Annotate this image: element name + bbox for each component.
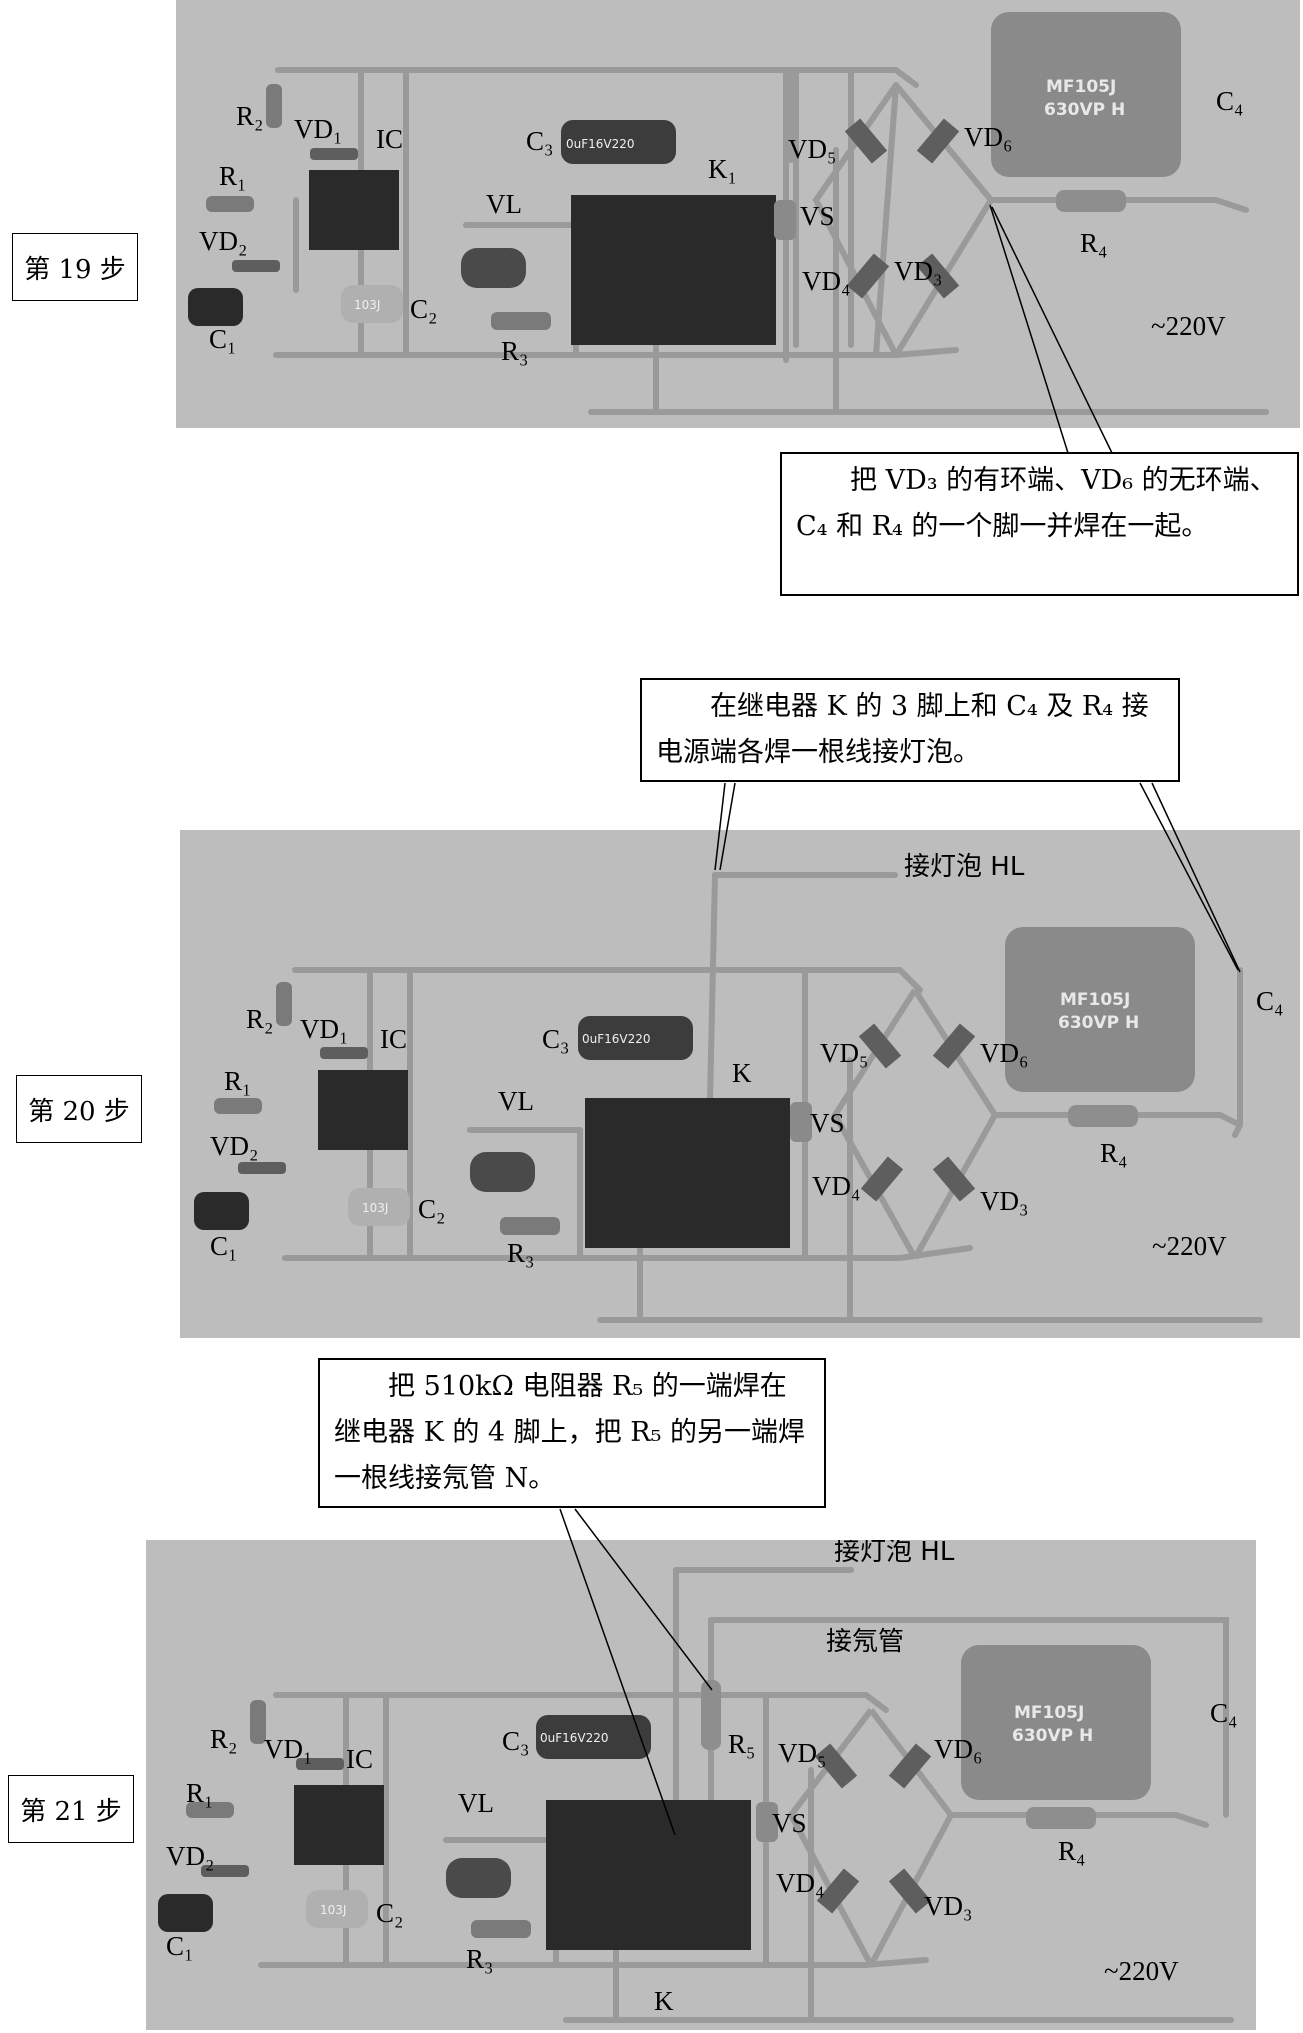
c4-marking-line2: 630VP H [1012, 1726, 1093, 1746]
label-c1: C₁ [166, 1931, 193, 1961]
c3-marking: 0uF16V220 [566, 137, 635, 151]
label-relay: K [654, 1986, 674, 2016]
label-vd5: VD₅ [778, 1738, 826, 1768]
lamp-label: 接灯泡 HL [834, 1540, 955, 1567]
label-c3: C₃ [502, 1726, 529, 1756]
step-20-label: 第 20 步 [16, 1075, 142, 1143]
c2-marking: 103J [362, 1201, 388, 1215]
step-19-photo: MF105J 630VP H 0uF16V220 103J R₂ VD₁ IC … [176, 0, 1300, 428]
label-vd4: VD₄ [802, 266, 850, 296]
label-vd5: VD₅ [788, 134, 836, 164]
label-vd2: VD₂ [166, 1841, 214, 1871]
label-relay: K [732, 1058, 752, 1088]
label-vl: VL [486, 189, 522, 219]
step-21-note-text: 把 510kΩ 电阻器 R₅ 的一端焊在继电器 K 的 4 脚上，把 R₅ 的另… [334, 1371, 805, 1494]
label-ac: ~220V [1104, 1956, 1179, 1986]
label-vs: VS [800, 201, 835, 231]
label-r2: R₂ [246, 1004, 273, 1034]
step-20-photo: MF105J 630VP H 0uF16V220 103J 接灯泡 HL R₂ … [180, 830, 1300, 1338]
c3-marking: 0uF16V220 [582, 1032, 651, 1046]
step-19-note-text: 把 VD₃ 的有环端、VD₆ 的无环端、C₄ 和 R₄ 的一个脚一并焊在一起。 [796, 465, 1277, 542]
c4-marking-line2: 630VP H [1044, 100, 1125, 120]
label-vd5: VD₅ [820, 1038, 868, 1068]
step-21-label: 第 21 步 [8, 1775, 134, 1843]
label-ic: IC [346, 1744, 373, 1774]
label-vd1: VD₁ [300, 1014, 348, 1044]
label-r3: R₃ [507, 1238, 534, 1268]
step-21-note: 把 510kΩ 电阻器 R₅ 的一端焊在继电器 K 的 4 脚上，把 R₅ 的另… [318, 1358, 826, 1508]
label-vs: VS [772, 1808, 807, 1838]
neon-label: 接氖管 [826, 1627, 904, 1657]
label-vd3: VD₃ [980, 1186, 1028, 1216]
label-relay: K₁ [708, 154, 737, 184]
label-vd1: VD₁ [294, 114, 342, 144]
label-c3: C₃ [542, 1024, 569, 1054]
label-vl: VL [458, 1788, 494, 1818]
label-c4: C₄ [1210, 1698, 1237, 1728]
step-20-note-text: 在继电器 K 的 3 脚上和 C₄ 及 R₄ 接电源端各焊一根线接灯泡。 [656, 691, 1149, 768]
c4-marking-line2: 630VP H [1058, 1013, 1139, 1033]
label-c4: C₄ [1216, 86, 1243, 116]
label-r4: R₄ [1100, 1138, 1127, 1168]
label-vd3: VD₃ [894, 256, 942, 286]
step-21-board-drawing: MF105J 630VP H 0uF16V220 103J 接灯泡 HL 接氖管… [158, 1540, 1237, 2023]
label-vd4: VD₄ [812, 1171, 860, 1201]
c3-marking: 0uF16V220 [540, 1731, 609, 1745]
label-ac: ~220V [1152, 1231, 1227, 1261]
c4-marking-line1: MF105J [1060, 990, 1130, 1010]
step-19-label: 第 19 步 [12, 233, 138, 301]
lamp-label: 接灯泡 HL [904, 852, 1025, 882]
label-r1: R₁ [219, 161, 246, 191]
label-ic: IC [380, 1024, 407, 1054]
label-r5: R₅ [728, 1729, 755, 1759]
label-vd2: VD₂ [210, 1131, 258, 1161]
label-r1: R₁ [224, 1066, 251, 1096]
label-c2: C₂ [418, 1194, 445, 1224]
step-20-board-drawing: MF105J 630VP H 0uF16V220 103J 接灯泡 HL R₂ … [194, 852, 1283, 1323]
label-vl: VL [498, 1086, 534, 1116]
label-vd6: VD₆ [934, 1734, 982, 1764]
step-20-note: 在继电器 K 的 3 脚上和 C₄ 及 R₄ 接电源端各焊一根线接灯泡。 [640, 678, 1180, 782]
label-vd3: VD₃ [924, 1891, 972, 1921]
c4-marking-line1: MF105J [1014, 1703, 1084, 1723]
label-r3: R₃ [501, 336, 528, 366]
label-c4: C₄ [1256, 986, 1283, 1016]
label-r4: R₄ [1058, 1836, 1085, 1866]
label-c2: C₂ [376, 1898, 403, 1928]
step-19-board-drawing: MF105J 630VP H 0uF16V220 103J R₂ VD₁ IC … [188, 12, 1269, 415]
label-vd1: VD₁ [264, 1734, 312, 1764]
label-vd6: VD₆ [964, 122, 1012, 152]
label-c1: C₁ [209, 324, 236, 354]
label-vs: VS [810, 1108, 845, 1138]
label-c2: C₂ [410, 294, 437, 324]
label-r2: R₂ [210, 1724, 237, 1754]
label-r1: R₁ [186, 1778, 213, 1808]
label-ic: IC [376, 124, 403, 154]
c2-marking: 103J [320, 1903, 346, 1917]
step-21-photo: MF105J 630VP H 0uF16V220 103J 接灯泡 HL 接氖管… [146, 1540, 1256, 2030]
label-c3: C₃ [526, 126, 553, 156]
label-vd4: VD₄ [776, 1868, 824, 1898]
label-vd6: VD₆ [980, 1038, 1028, 1068]
label-ac: ~220V [1151, 311, 1226, 341]
c4-marking-line1: MF105J [1046, 77, 1116, 97]
label-r4: R₄ [1080, 228, 1107, 258]
c2-marking: 103J [354, 298, 380, 312]
label-c1: C₁ [210, 1231, 237, 1261]
label-r3: R₃ [466, 1944, 493, 1974]
step-19-note: 把 VD₃ 的有环端、VD₆ 的无环端、C₄ 和 R₄ 的一个脚一并焊在一起。 [780, 452, 1299, 596]
label-r2: R₂ [236, 101, 263, 131]
label-vd2: VD₂ [199, 226, 247, 256]
